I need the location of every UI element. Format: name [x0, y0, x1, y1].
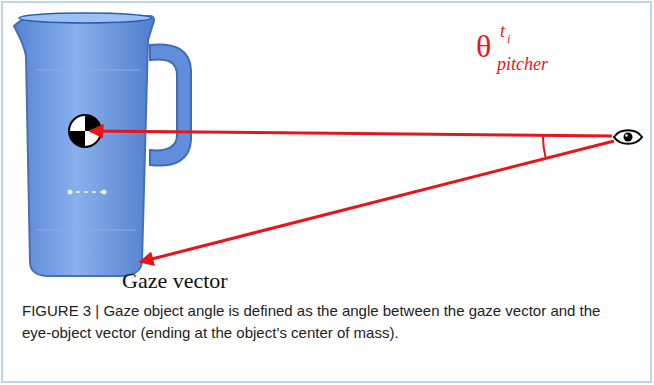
vector-label: Gaze vector	[122, 270, 228, 292]
eye-object-vector	[90, 131, 612, 136]
pitcher-illustration	[14, 13, 191, 276]
figure-frame	[2, 2, 651, 382]
eye-symbol	[614, 130, 642, 144]
subscript-label: i	[507, 33, 510, 45]
subscript-label: pitcher	[497, 55, 548, 73]
superscript-label: t	[500, 22, 505, 40]
figure-caption: FIGURE 3 | Gaze object angle is defined …	[22, 300, 632, 344]
angle-symbol: θ	[476, 30, 491, 62]
gaze-vector-arrow	[140, 141, 614, 262]
angle-arc	[543, 136, 546, 158]
